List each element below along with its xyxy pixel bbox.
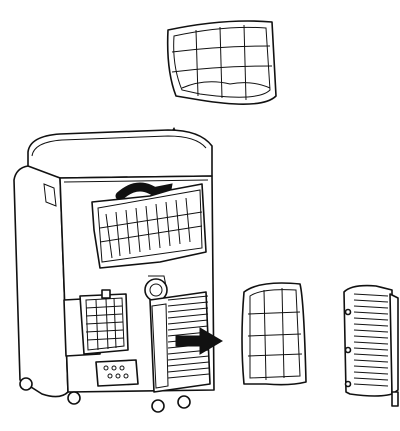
filter-louvers	[99, 197, 203, 259]
control-buttons	[103, 365, 129, 379]
lower-filter-removed	[241, 282, 307, 386]
front-upper-filter	[91, 183, 207, 269]
upper-filter-removed	[166, 20, 277, 105]
side-grille-panel	[343, 284, 399, 407]
side-filter-installed	[79, 289, 129, 355]
arrow-right-icon	[175, 327, 223, 355]
wheels	[19, 377, 191, 413]
